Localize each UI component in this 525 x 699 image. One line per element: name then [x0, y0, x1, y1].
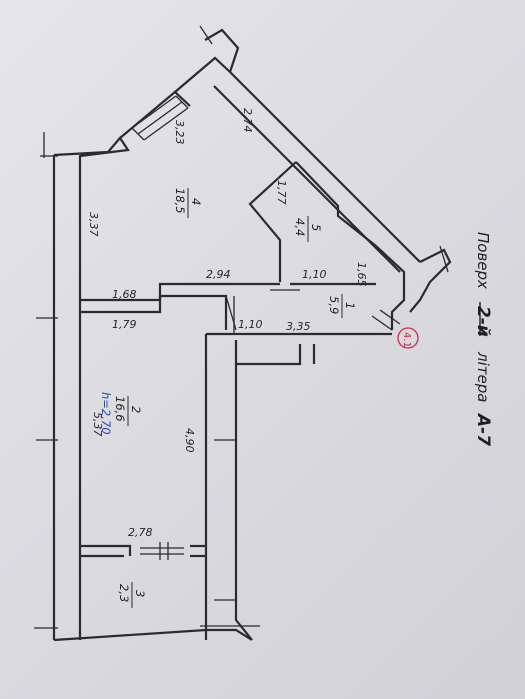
door-room3 — [140, 542, 184, 560]
svg-text:5,9: 5,9 — [327, 296, 341, 314]
svg-text:4,4: 4,4 — [293, 218, 307, 236]
right-outer-wall — [229, 71, 421, 263]
svg-text:4: 4 — [189, 198, 203, 205]
svg-text:4.1: 4.1 — [401, 332, 412, 348]
svg-text:5: 5 — [309, 224, 323, 231]
top-left-wall — [53, 136, 130, 158]
svg-text:16,6: 16,6 — [113, 396, 127, 422]
svg-text:18,5: 18,5 — [173, 188, 187, 214]
room-2-label: 2 16,6 h=2,70 — [99, 392, 143, 435]
outer-right-lower — [234, 364, 253, 641]
title-floor: 2-й — [473, 306, 493, 337]
dim-2-74: 2,74 — [241, 108, 254, 133]
dimension-labels: 3,23 2,74 1,77 3,37 2,94 1,10 1,65 1,68 … — [87, 108, 368, 539]
bay-window — [131, 95, 189, 141]
svg-text:1: 1 — [343, 302, 357, 309]
bottom-wall — [53, 628, 253, 642]
number-stamp: 4.1 — [397, 327, 419, 349]
room-3-label: 3 2,3 — [117, 582, 147, 608]
dim-1-65: 1,65 — [355, 262, 368, 287]
room1-door-stub — [371, 315, 393, 331]
ceiling-height: h=2,70 — [99, 392, 113, 435]
corner-stub — [439, 245, 449, 273]
dim-1-68: 1,68 — [112, 288, 137, 301]
dim-3-35: 3,35 — [286, 320, 311, 333]
right-end-wall — [409, 248, 452, 313]
svg-text:2,3: 2,3 — [117, 584, 131, 602]
room5-wall-right — [295, 161, 377, 247]
dim-1-79: 1,79 — [112, 318, 137, 331]
room-1-label: 1 5,9 — [327, 294, 357, 318]
room-5-label: 5 4,4 — [293, 216, 323, 242]
title-letter: А-7 — [473, 412, 493, 446]
dim-1-10-top: 1,10 — [302, 268, 327, 281]
room1-door-stub — [379, 309, 401, 325]
dim-5-37: 5,37 — [91, 412, 104, 437]
dim-1-77: 1,77 — [275, 180, 288, 205]
svg-text:2: 2 — [129, 406, 143, 413]
room2-bottom-wall — [80, 544, 132, 556]
room4-bottom-wall — [80, 282, 280, 302]
bay-corner — [204, 28, 240, 73]
room5-wall — [248, 161, 297, 282]
room-4-label: 4 18,5 — [173, 188, 203, 218]
title-middle: літера — [474, 351, 492, 402]
plan-title: Поверх 2-й літера А-7 — [473, 232, 493, 446]
dim-3-37: 3,37 — [87, 212, 100, 237]
stair-wall — [234, 340, 302, 366]
room-labels: 4 18,5 5 4,4 1 5,9 2 16,6 h=2,70 3 2,3 — [99, 188, 357, 608]
dim-3-23: 3,23 — [173, 120, 186, 145]
corner-stub — [199, 25, 213, 45]
svg-text:3: 3 — [133, 590, 147, 597]
dim-1-10-corridor: 1,10 — [238, 318, 263, 331]
dim-2-94: 2,94 — [206, 268, 231, 281]
room2-top-wall — [80, 294, 228, 330]
bay-wall-upper — [174, 56, 231, 93]
title-prefix: Поверх — [474, 232, 492, 289]
dim-4-90: 4,90 — [183, 428, 196, 453]
dim-2-78: 2,78 — [128, 526, 153, 539]
walls — [34, 25, 452, 642]
